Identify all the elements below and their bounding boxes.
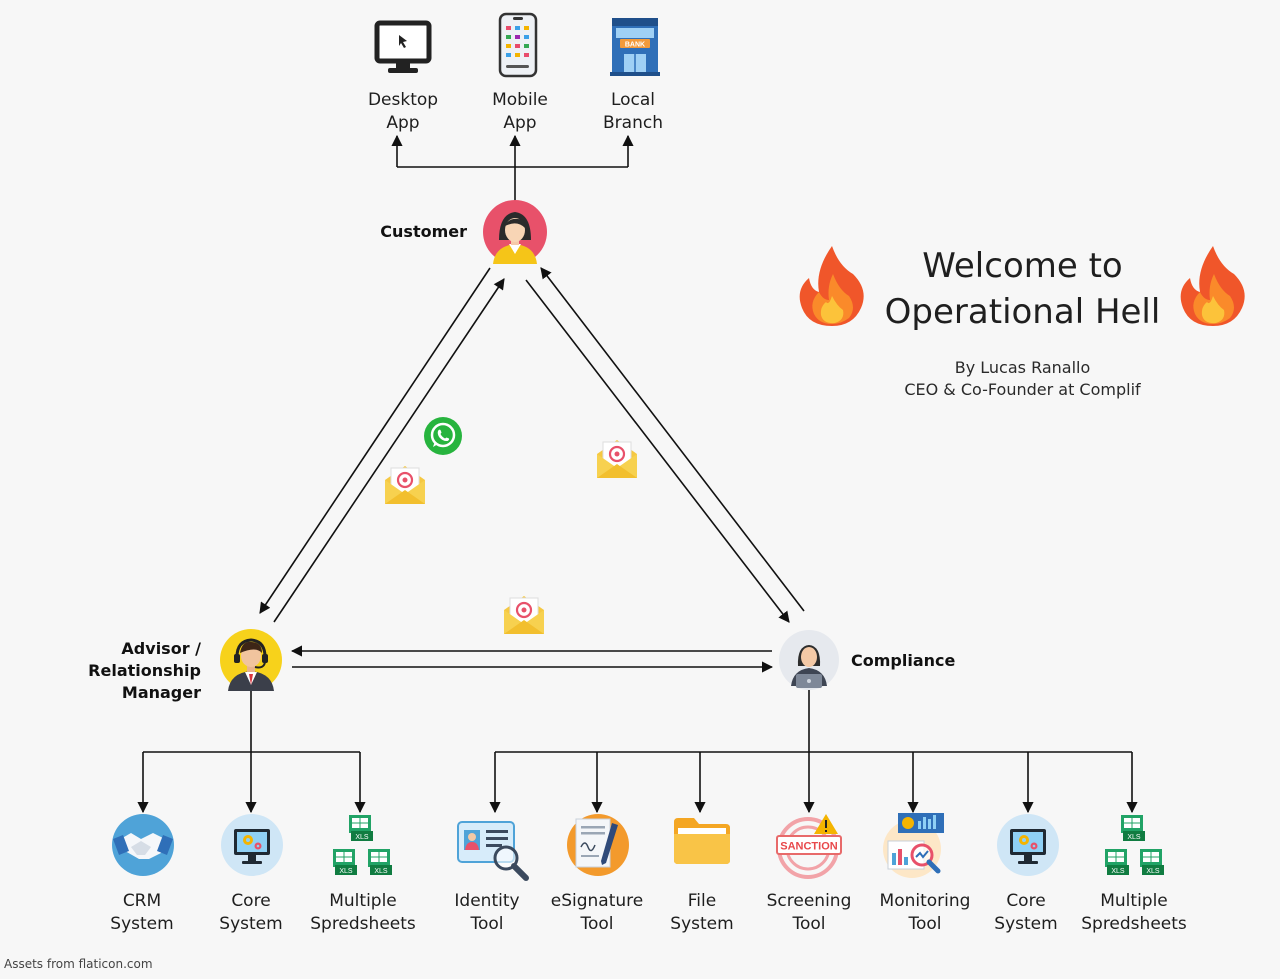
xls-badge: XLS [1111, 868, 1125, 875]
xls-badge: XLS [374, 868, 388, 875]
arrow-customer-to-advisor [259, 267, 491, 614]
arrow-compliance-to-customer [540, 267, 805, 612]
tool-label-esignature: eSignature Tool [550, 891, 644, 934]
monitor-gear-icon-b [997, 814, 1059, 876]
fire-icon-right [1180, 246, 1245, 326]
mobile-phone-icon [498, 12, 538, 78]
compliance-label: Compliance [851, 651, 956, 670]
fire-icon-left [799, 246, 864, 326]
channel-label-mobile: Mobile App [492, 90, 548, 133]
sanction-badge-text: SANCTION [780, 841, 838, 853]
bank-badge-text: BANK [625, 42, 645, 49]
xls-badge: XLS [1127, 834, 1141, 841]
handshake-icon [112, 814, 174, 876]
folder-icon [674, 818, 730, 864]
tool-label-screening: Screening Tool [766, 891, 852, 934]
tool-label-monitoring: Monitoring Tool [879, 891, 971, 934]
tool-label-crm: CRM System [110, 891, 174, 934]
advisor-label-line2: Relationship Manager [88, 661, 201, 702]
tool-label-sheets-a: Multiple Spredsheets [310, 891, 416, 934]
advisor-avatar-icon [220, 629, 282, 691]
tool-label-identity: Identity Tool [454, 891, 520, 934]
footer-credit: Assets from flaticon.com [4, 957, 153, 971]
document-pen-icon [567, 814, 629, 876]
xls-files-icon-b: XLS XLS XLS [1105, 815, 1164, 875]
xls-files-icon-a: XLS XLS XLS [333, 815, 392, 875]
tool-label-sheets-b: Multiple Spredsheets [1081, 891, 1187, 934]
tool-label-file: File System [670, 891, 734, 934]
customer-label: Customer [380, 222, 467, 241]
page-title: Welcome to Operational Hell [860, 243, 1185, 335]
byline-role: CEO & Co-Founder at Complif [904, 380, 1141, 399]
advisor-label: Advisor / Relationship Manager [10, 638, 201, 704]
byline: By Lucas Ranallo CEO & Co-Founder at Com… [860, 357, 1185, 401]
compliance-avatar-icon [779, 630, 839, 690]
sanction-stamp-icon: SANCTION [776, 814, 842, 879]
arrow-advisor-to-customer [273, 278, 505, 623]
xls-badge: XLS [339, 868, 353, 875]
email-envelope-icon-3 [504, 596, 544, 634]
tool-label-core-b: Core System [994, 891, 1058, 934]
channel-label-branch: Local Branch [603, 90, 663, 133]
customer-avatar-icon [483, 200, 547, 264]
byline-author: By Lucas Ranallo [954, 358, 1091, 377]
whatsapp-icon [424, 417, 462, 455]
channel-label-desktop: Desktop App [367, 90, 439, 133]
dashboard-magnifier-icon [883, 813, 944, 878]
email-envelope-icon-1 [385, 466, 425, 504]
arrow-customer-to-compliance [525, 279, 790, 623]
desktop-computer-icon [374, 20, 432, 73]
email-envelope-icon-2 [597, 440, 637, 478]
advisor-label-line1: Advisor / [121, 639, 201, 658]
monitor-gear-icon-a [221, 814, 283, 876]
xls-badge: XLS [355, 834, 369, 841]
id-card-search-icon [457, 821, 529, 881]
bank-branch-icon: BANK [610, 18, 660, 76]
title-line2: Operational Hell [884, 292, 1161, 332]
title-line1: Welcome to [922, 246, 1123, 286]
xls-badge: XLS [1146, 868, 1160, 875]
tool-label-core-a: Core System [219, 891, 283, 934]
